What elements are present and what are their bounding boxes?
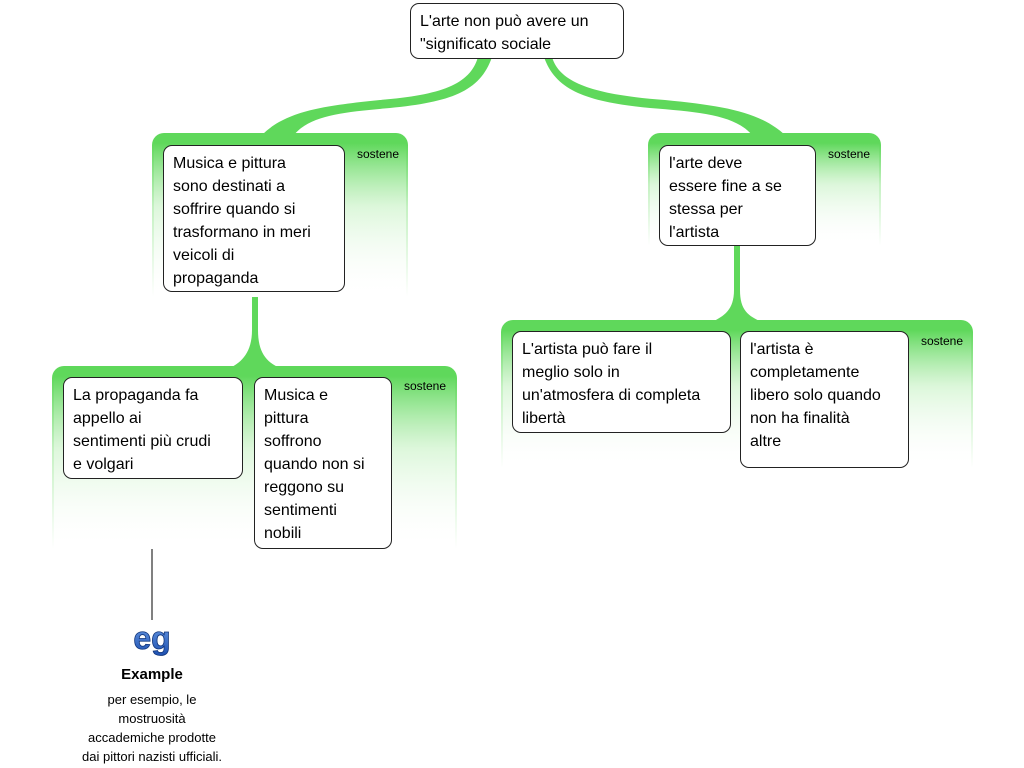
eg-icon: eg <box>133 620 171 656</box>
left-sub-label: sostene <box>404 379 447 393</box>
right-branch-node[interactable]: l'arte deve essere fine a se stessa per … <box>659 145 816 246</box>
left-child-node-1[interactable]: La propaganda fa appello ai sentimenti p… <box>63 377 243 479</box>
left-branch-label: sostene <box>357 147 400 161</box>
left-child-node-2[interactable]: Musica e pittura soffrono quando non si … <box>254 377 392 549</box>
left-branch-node[interactable]: Musica e pittura sono destinati a soffri… <box>163 145 345 292</box>
connector-root-left <box>262 57 492 135</box>
right-sub-label: sostene <box>921 334 964 348</box>
right-child-node-2[interactable]: l'artista è completamente libero solo qu… <box>740 331 909 468</box>
connector-root-right <box>544 57 785 135</box>
connector-right-sub <box>712 246 762 322</box>
connector-left-sub <box>230 291 280 368</box>
example-title: Example <box>121 666 183 683</box>
svg-text:eg: eg <box>133 620 170 656</box>
example-text: per esempio, le mostruosità accademiche … <box>82 692 222 764</box>
root-node[interactable]: L'arte non può avere un "significato soc… <box>410 3 624 59</box>
right-child-node-1[interactable]: L'artista può fare il meglio solo in un'… <box>512 331 731 433</box>
right-branch-label: sostene <box>828 147 871 161</box>
